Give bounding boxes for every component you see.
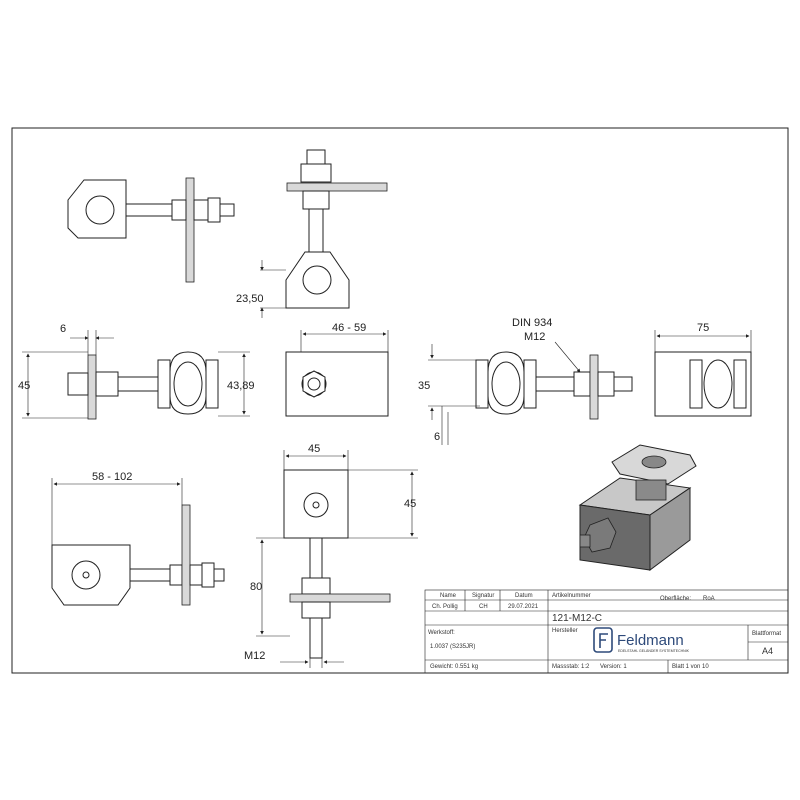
tb-signatur-value: CH	[479, 604, 488, 610]
feldmann-logo-icon	[593, 627, 613, 653]
tb-datum-value: 29.07.2021	[508, 604, 539, 610]
tb-header-werkstoff: Werkstoff:	[428, 630, 455, 636]
tb-name-value: Ch. Pollig	[432, 604, 458, 610]
tb-version: Version: 1	[600, 664, 627, 670]
tb-header-name: Name	[440, 593, 457, 599]
view-isometric	[578, 444, 697, 571]
view-front-top-center: 23,50	[236, 149, 388, 318]
dim-45-left: 45	[18, 380, 30, 392]
tb-massstab: Massstab: 1:2	[552, 664, 590, 670]
dim-75: 75	[697, 322, 709, 334]
view-side-bottom-left: 58 - 102	[51, 471, 225, 606]
tb-company-name: Feldmann	[617, 632, 684, 649]
sheet-border	[11, 127, 789, 674]
tb-header-artikelnummer: Artikelnummer	[552, 593, 591, 599]
tb-blattformat-value: A4	[762, 646, 773, 656]
dim-23-50: 23,50	[236, 293, 264, 305]
tb-header-hersteller: Hersteller	[552, 628, 578, 634]
dim-45-plate-width: 45	[308, 443, 320, 455]
tb-header-blattformat: Blattformat	[752, 631, 781, 637]
view-front-bottom-center: 45 45 80 M12	[244, 443, 418, 668]
view-top-center-middle: 46 - 59	[285, 322, 389, 417]
tb-header-datum: Datum	[515, 593, 533, 599]
dim-m12-bottom: M12	[244, 650, 265, 662]
tb-artikelnummer-value: 121-M12-C	[552, 613, 602, 624]
tb-header-oberflaeche: Oberfläche:	[660, 596, 691, 602]
tb-blatt: Blatt 1 von 10	[672, 664, 709, 670]
tb-gewicht: Gewicht: 0.551 kg	[430, 664, 478, 670]
dim-6-right: 6	[434, 431, 440, 443]
dim-58-102: 58 - 102	[92, 471, 132, 483]
tb-header-signatur: Signatur	[472, 593, 494, 599]
view-end-right: 75	[654, 322, 752, 417]
tb-werkstoff-value: 1.0037 (S235JR)	[430, 644, 475, 650]
dim-46-59: 46 - 59	[332, 322, 366, 334]
dim-80: 80	[250, 581, 262, 593]
tb-company-tagline: EDELSTAHL GELÄNDER SYSTEMTECHNIK	[618, 649, 690, 653]
dim-45-plate-height: 45	[404, 498, 416, 510]
dim-6-top: 6	[60, 323, 66, 335]
dim-din-934: DIN 934	[512, 317, 552, 329]
dim-m12-top: M12	[524, 331, 545, 343]
view-side-middle-right: DIN 934 M12 35 6	[418, 317, 633, 445]
tb-oberflaeche-value: RoA	[703, 596, 715, 602]
title-block: Name Signatur Datum Artikelnummer Oberfl…	[424, 589, 789, 674]
dim-43-89: 43,89	[227, 380, 255, 392]
dim-35: 35	[418, 380, 430, 392]
view-side-top-left	[67, 177, 235, 283]
view-side-middle-left: 6 45 43,89	[18, 323, 255, 420]
